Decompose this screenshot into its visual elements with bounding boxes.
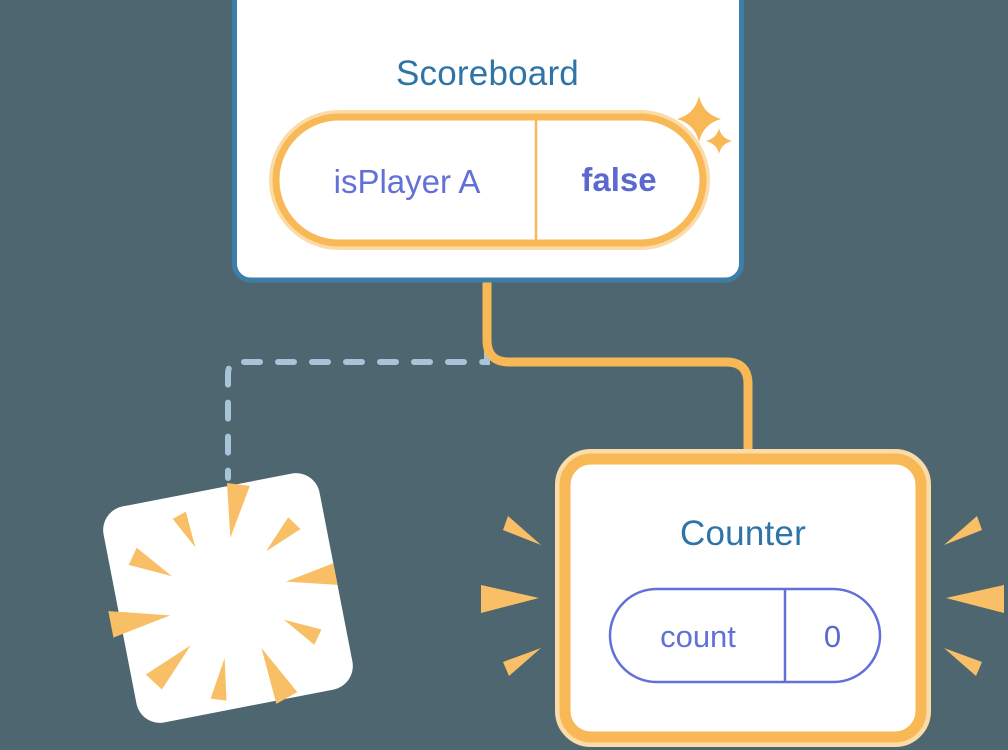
counter-ray bbox=[481, 585, 539, 613]
burst-ray bbox=[265, 517, 301, 552]
sparkle-small-icon bbox=[706, 128, 732, 154]
counter-ray bbox=[944, 516, 982, 545]
burst-ray bbox=[145, 645, 191, 690]
scoreboard-title: Scoreboard bbox=[396, 54, 579, 93]
active-connector bbox=[482, 281, 753, 462]
burst-ray bbox=[227, 483, 250, 538]
burst-ray bbox=[128, 547, 172, 577]
flash-card[interactable] bbox=[99, 469, 357, 727]
burst-ray bbox=[261, 648, 298, 704]
scoreboard-pill-value: false bbox=[581, 161, 657, 198]
scoreboard-pill[interactable] bbox=[272, 113, 707, 247]
counter-pill-value: 0 bbox=[823, 619, 842, 654]
counter-pill[interactable] bbox=[608, 587, 882, 684]
counter-ray bbox=[503, 648, 541, 676]
burst-ray bbox=[210, 658, 227, 701]
counter-ray bbox=[503, 516, 541, 545]
counter-pill-key: count bbox=[660, 619, 736, 654]
burst-ray bbox=[172, 511, 196, 548]
scoreboard-pill-key: isPlayer A bbox=[333, 163, 481, 200]
flash-card-burst bbox=[108, 483, 338, 704]
dashed-connector bbox=[225, 280, 490, 481]
counter-ray bbox=[946, 585, 1004, 613]
burst-ray bbox=[285, 563, 338, 585]
burst-ray bbox=[108, 611, 171, 638]
counter-rays-right bbox=[944, 516, 1004, 676]
burst-ray bbox=[284, 619, 322, 645]
sparkle-large-icon bbox=[677, 96, 721, 142]
counter-ray bbox=[944, 648, 982, 676]
counter-title: Counter bbox=[680, 514, 806, 553]
counter-rays-left bbox=[481, 516, 541, 676]
